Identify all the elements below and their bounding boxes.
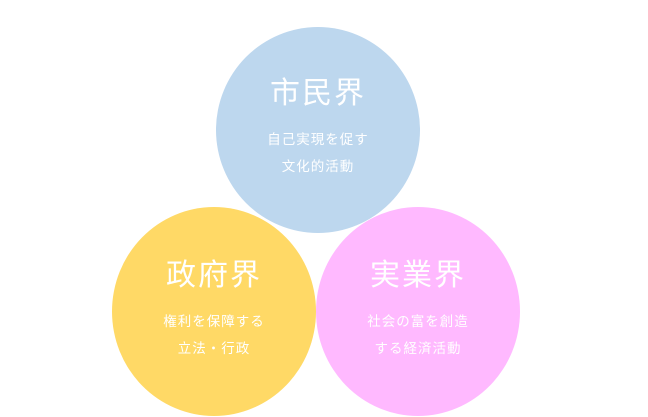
civil-sector-desc-line-1: 自己実現を促す: [267, 132, 369, 148]
civil-sector-description: 自己実現を促す 文化的活動: [267, 127, 369, 181]
business-sector-desc-line-1: 社会の富を創造: [367, 313, 469, 330]
business-sector-description: 社会の富を創造 する経済活動: [367, 309, 469, 363]
business-sector-circle: 実業界 社会の富を創造 する経済活動: [316, 207, 520, 416]
civil-sector-title: 市民界: [270, 76, 366, 111]
business-sector-title: 実業界: [370, 257, 466, 293]
civil-sector-circle: 市民界 自己実現を促す 文化的活動: [216, 27, 420, 233]
government-sector-title: 政府界: [166, 257, 262, 293]
government-sector-circle: 政府界 権利を保障する 立法・行政: [112, 207, 316, 416]
government-sector-desc-line-2: 立法・行政: [177, 340, 251, 357]
government-sector-description: 権利を保障する 立法・行政: [163, 309, 265, 363]
business-sector-desc-line-2: する経済活動: [374, 340, 462, 357]
civil-sector-desc-line-2: 文化的活動: [281, 159, 355, 175]
government-sector-desc-line-1: 権利を保障する: [163, 313, 265, 330]
